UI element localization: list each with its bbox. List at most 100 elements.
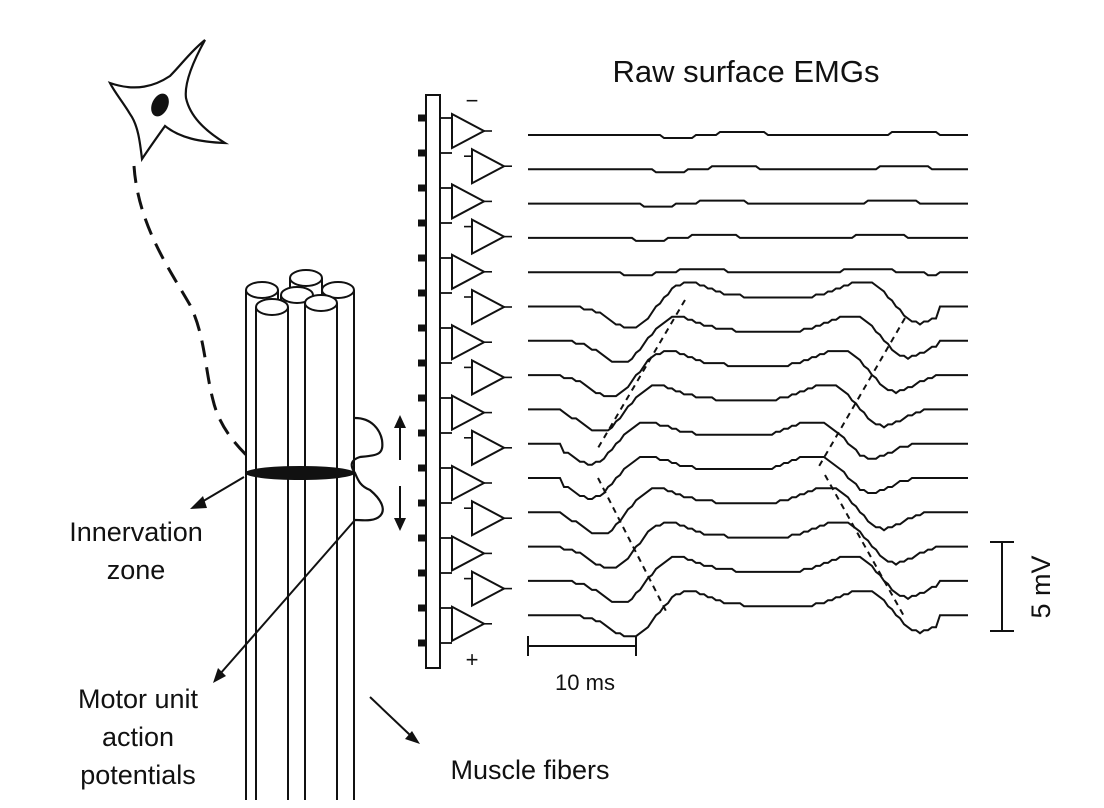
time-scale-bar [527, 636, 637, 656]
innervation-zone-arrow [199, 476, 245, 504]
muscle-fiber [304, 294, 338, 800]
muscle-fiber-bundle [245, 269, 355, 800]
emg-trace [528, 350, 968, 398]
amplifier [451, 182, 492, 221]
muap-label-line2: action [102, 722, 174, 752]
muscle-fiber-end [245, 281, 279, 299]
amplifier-triangle [451, 393, 487, 432]
muscle-fiber-end [280, 286, 314, 304]
muscle-fibers-label: Muscle fibers [450, 755, 609, 785]
differential-amplifiers [451, 112, 512, 643]
annotation-arrows [190, 476, 420, 744]
amplifier-triangle [471, 499, 507, 537]
amplifier [451, 393, 492, 432]
emg-trace [528, 268, 968, 277]
amplifier-triangle [451, 182, 487, 221]
electrode-contact [418, 394, 426, 402]
electrode-contact [418, 184, 426, 192]
amplifier [451, 464, 492, 502]
amplifier [464, 217, 512, 256]
amplifier [451, 323, 492, 361]
electrode-contact [418, 499, 426, 507]
muscle-fiber-end [255, 298, 289, 316]
electrode-contact [418, 324, 426, 332]
amplitude-scale-bar [990, 541, 1014, 632]
polarity-minus: − [466, 88, 479, 113]
emg-trace [528, 233, 968, 242]
muscle-fiber-body [256, 307, 288, 800]
amplifier [464, 288, 512, 326]
amplifier-triangle [471, 358, 507, 397]
amplifier [451, 112, 492, 150]
muscle-fiber [255, 298, 289, 800]
muap-arrow [219, 519, 356, 675]
amplifier-triangle [451, 112, 487, 150]
figure-title: Raw surface EMGs [612, 54, 879, 89]
innervation-zone-label-line2: zone [107, 555, 166, 585]
amplifier-triangle [451, 605, 487, 643]
electrode-strip [425, 94, 441, 669]
emg-trace [528, 315, 968, 363]
emg-trace [528, 199, 968, 208]
electrode-contact [418, 604, 426, 612]
innervation-zone-marker [245, 466, 355, 480]
electrode-contact [418, 289, 426, 297]
amplifier-triangle [471, 147, 507, 185]
propagation-line-left-lower [597, 477, 669, 616]
emg-trace [528, 131, 968, 139]
emg-trace [528, 384, 968, 432]
emg-trace [528, 555, 968, 603]
emg-trace [528, 456, 968, 500]
amplifier-triangle [451, 323, 487, 361]
amplifier [464, 429, 512, 467]
motor-axon [132, 165, 264, 472]
electrode-contact [418, 254, 426, 262]
amplifier [451, 534, 492, 573]
amplifier [464, 569, 512, 608]
electrode-contact [418, 429, 426, 437]
amplifier-triangle [471, 217, 507, 256]
emg-trace [528, 165, 968, 174]
amplifier-triangle [451, 534, 487, 573]
electrode-array [418, 94, 452, 669]
muscle-fiber-body [305, 303, 337, 800]
electrode-contact [418, 534, 426, 542]
electrode-contact [418, 359, 426, 367]
innervation-zone-label-line1: Innervation [69, 517, 203, 547]
electrode-contact [418, 114, 426, 122]
electrode-contact [418, 149, 426, 157]
electrode-contact [418, 639, 426, 647]
amplifier [464, 499, 512, 537]
amplifier-triangle [451, 253, 487, 291]
propagation-line-right-lower [824, 474, 906, 619]
emg-trace [528, 487, 968, 535]
electrode-contact [418, 569, 426, 577]
polarity-plus: + [466, 647, 479, 672]
emg-trace [528, 590, 968, 638]
muscle-fiber-end [321, 281, 355, 299]
electrode-contact [418, 464, 426, 472]
propagation-arrows [394, 415, 406, 531]
muap-label-line1: Motor unit [78, 684, 199, 714]
motor-neuron [107, 39, 230, 163]
amplifier-triangle [471, 429, 507, 467]
emg-trace [528, 421, 968, 466]
propagation-lines [597, 299, 906, 619]
amplifier [464, 358, 512, 397]
propagation-line-right-upper [817, 317, 906, 469]
amplifier-triangle [471, 288, 507, 326]
muscle-fiber-end [304, 294, 338, 312]
propagation-line-left-upper [597, 299, 686, 449]
amplifier-triangle [471, 569, 507, 608]
time-scale-label: 10 ms [555, 670, 615, 695]
amplifier-triangle [451, 464, 487, 502]
muscle-fibers-arrow [369, 696, 411, 736]
amplifier [464, 147, 512, 185]
muap-label-line3: potentials [80, 760, 196, 790]
electrode-contact [418, 219, 426, 227]
amplitude-scale-label: 5 mV [1026, 555, 1056, 618]
neuron-nucleus [151, 93, 169, 117]
muap-waveform [350, 416, 384, 522]
